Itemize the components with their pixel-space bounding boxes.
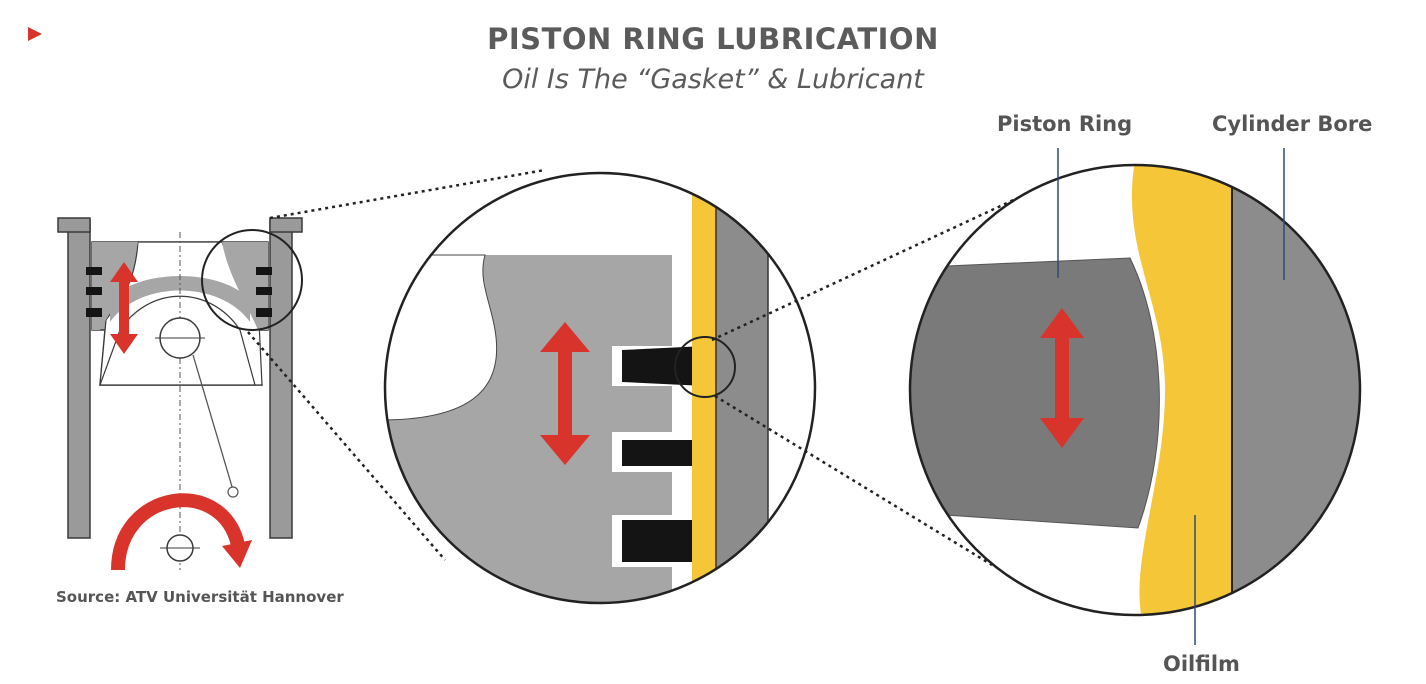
rotation-arrow: [111, 493, 245, 571]
label-cylinder-bore: Cylinder Bore: [1212, 112, 1373, 136]
ring-top: [622, 346, 705, 386]
oil-film-mid: [692, 173, 716, 603]
piston-ring-right: [910, 257, 1160, 529]
label-oilfilm: Oilfilm: [1163, 652, 1240, 676]
page-subtitle: Oil Is The “Gasket” & Lubricant: [502, 64, 924, 95]
reciprocate-arrow-small: [110, 262, 138, 354]
oil-film-right: [1131, 165, 1232, 615]
reciprocate-arrow-mid: [540, 322, 590, 465]
bore-right: [1232, 165, 1360, 615]
ring-oil: [622, 520, 704, 562]
bore-mid: [716, 173, 768, 603]
zoom-view-mid: [383, 171, 817, 605]
play-marker-icon: [28, 27, 42, 41]
label-piston-ring: Piston Ring: [997, 112, 1133, 136]
source-credit: Source: ATV Universität Hannover: [56, 588, 344, 606]
reciprocate-arrow-right: [1040, 308, 1084, 448]
piston-overview: [57, 217, 303, 571]
ring-second: [622, 440, 704, 466]
zoom-view-right: [908, 148, 1362, 645]
zoom-circle-ring: [674, 336, 736, 398]
zoom-circle-small: [201, 229, 303, 331]
cylinder-wall-right: [269, 219, 293, 539]
page-title: PISTON RING LUBRICATION: [487, 22, 939, 56]
